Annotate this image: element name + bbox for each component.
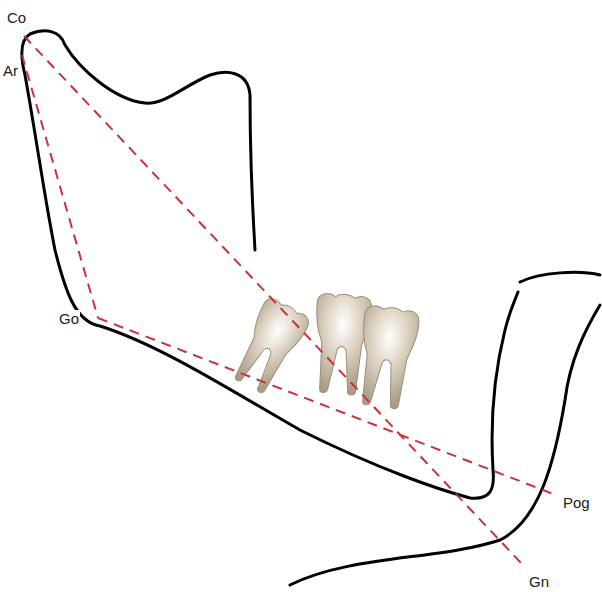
landmark-label: Ar <box>2 62 19 79</box>
landmark-label: Gn <box>528 573 550 590</box>
landmark-label: Go <box>58 310 80 327</box>
molar-teeth <box>226 292 420 410</box>
mandible-outline <box>22 31 518 498</box>
chin-outline <box>520 272 600 282</box>
reference-lines <box>22 36 556 564</box>
landmark-label: Pog <box>562 494 591 511</box>
landmark-label: Co <box>6 9 27 26</box>
